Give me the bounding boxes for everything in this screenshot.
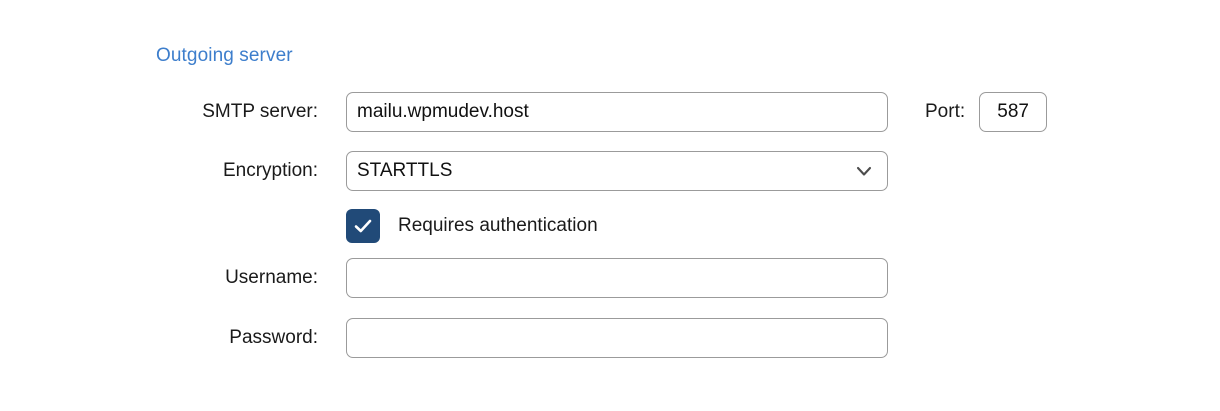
- password-label: Password:: [229, 327, 318, 348]
- checkmark-icon: [354, 219, 372, 233]
- smtp-server-row: SMTP server:: [0, 92, 888, 132]
- username-label: Username:: [225, 267, 318, 288]
- password-row: Password:: [0, 318, 888, 358]
- encryption-label: Encryption:: [222, 160, 318, 181]
- port-input[interactable]: [979, 92, 1048, 132]
- section-heading-outgoing-server: Outgoing server: [156, 45, 293, 66]
- port-group: Port:: [925, 92, 1048, 132]
- username-input[interactable]: [346, 258, 888, 298]
- encryption-selected-value: STARTTLS: [357, 160, 453, 181]
- smtp-server-input[interactable]: [346, 92, 888, 132]
- requires-authentication-label: Requires authentication: [398, 215, 598, 236]
- port-label: Port:: [925, 101, 966, 122]
- password-input[interactable]: [346, 318, 888, 358]
- encryption-select[interactable]: STARTTLS: [346, 151, 888, 191]
- encryption-row: Encryption: STARTTLS: [0, 151, 888, 191]
- requires-authentication-row: Requires authentication: [346, 208, 598, 244]
- smtp-server-label: SMTP server:: [202, 101, 318, 122]
- requires-authentication-checkbox[interactable]: [346, 209, 380, 243]
- username-row: Username:: [0, 258, 888, 298]
- encryption-select-wrap: STARTTLS: [346, 151, 888, 191]
